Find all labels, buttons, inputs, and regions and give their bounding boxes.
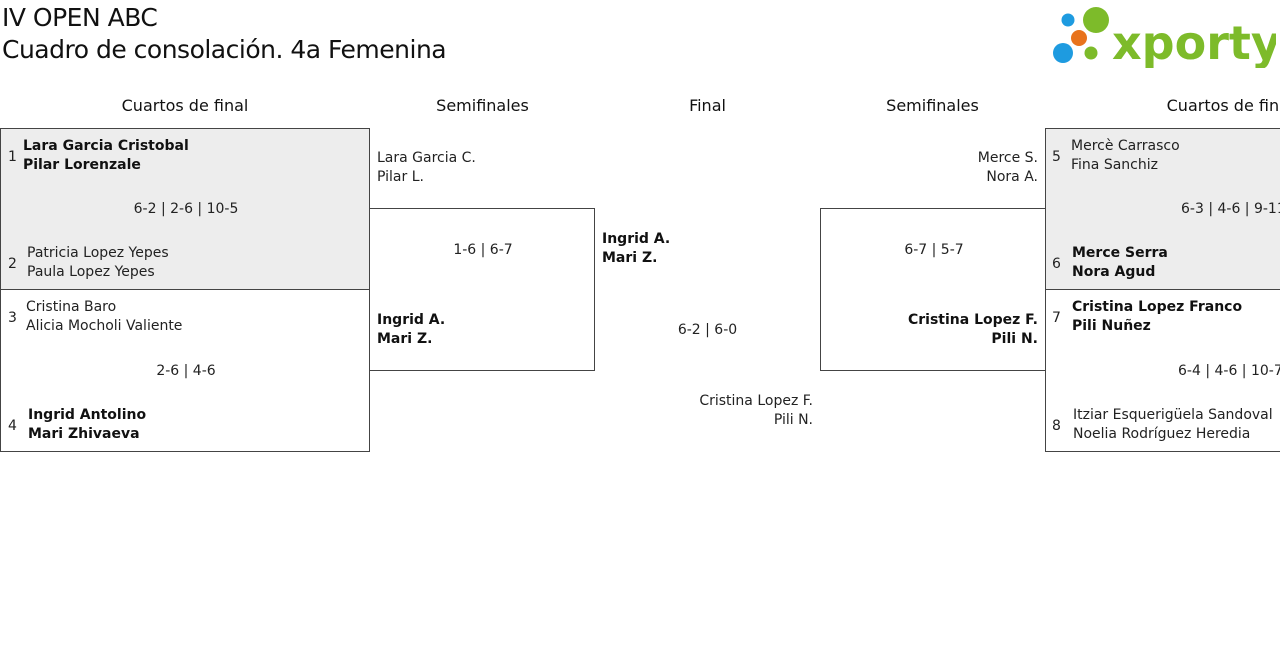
round-header-final: Final bbox=[689, 96, 726, 115]
match-left-qf-2[interactable]: 3 Cristina Baro Alicia Mocholi Valiente … bbox=[0, 289, 370, 452]
seed-number: 3 bbox=[8, 310, 17, 326]
match-final[interactable]: Ingrid A. Mari Z. 6-2 | 6-0 Cristina Lop… bbox=[595, 208, 820, 438]
player-name: Mercè Carrasco bbox=[1071, 138, 1180, 154]
player-name: Fina Sanchiz bbox=[1071, 157, 1158, 173]
player-name: Paula Lopez Yepes bbox=[27, 264, 155, 280]
player-name: Pili N. bbox=[991, 331, 1038, 347]
player-name: Patricia Lopez Yepes bbox=[27, 245, 169, 261]
player-name: Pili Nuñez bbox=[1072, 318, 1151, 334]
match-right-sf[interactable]: 6-7 | 5-7 Cristina Lopez F. Pili N. bbox=[820, 208, 1046, 371]
xporty-logo[interactable]: xporty bbox=[1050, 4, 1280, 70]
seed-number: 7 bbox=[1052, 310, 1061, 326]
seed-number: 4 bbox=[8, 418, 17, 434]
player-name: Nora Agud bbox=[1072, 264, 1156, 280]
seed-number: 8 bbox=[1052, 418, 1061, 434]
round-header-right-sf: Semifinales bbox=[886, 96, 979, 115]
player-name: Cristina Lopez F. bbox=[908, 312, 1038, 328]
player-name: Nora A. bbox=[986, 169, 1038, 185]
player-name: Mari Z. bbox=[602, 250, 658, 266]
page-title: IV OPEN ABC bbox=[2, 3, 158, 32]
seed-number: 5 bbox=[1052, 149, 1061, 165]
round-header-right-qf: Cuartos de final bbox=[1166, 96, 1280, 115]
player-name: Cristina Lopez F. bbox=[699, 393, 813, 409]
player-name: Merce Serra bbox=[1072, 245, 1168, 261]
player-name: Noelia Rodríguez Heredia bbox=[1073, 426, 1251, 442]
match-right-qf-1[interactable]: 5 Mercè Carrasco Fina Sanchiz 6-3 | 4-6 … bbox=[1045, 128, 1280, 290]
player-name: Ingrid A. bbox=[377, 312, 446, 328]
match-left-qf-1[interactable]: 1 Lara Garcia Cristobal Pilar Lorenzale … bbox=[0, 128, 370, 290]
match-score: 6-4 | 4-6 | 10-7 bbox=[1178, 363, 1280, 379]
match-score: 6-2 | 6-0 bbox=[677, 322, 738, 338]
match-score: 6-3 | 4-6 | 9-11 bbox=[1181, 201, 1280, 217]
player-name: Pilar Lorenzale bbox=[23, 157, 141, 173]
player-name: Alicia Mocholi Valiente bbox=[26, 318, 183, 334]
player-name: Lara Garcia C. bbox=[377, 150, 476, 166]
match-right-qf-2[interactable]: 7 Cristina Lopez Franco Pili Nuñez 6-4 |… bbox=[1045, 289, 1280, 452]
match-score: 2-6 | 4-6 bbox=[156, 363, 216, 379]
seed-number: 1 bbox=[8, 149, 17, 165]
match-score: 1-6 | 6-7 bbox=[453, 242, 513, 258]
player-name: Cristina Baro bbox=[26, 299, 117, 315]
player-name: Cristina Lopez Franco bbox=[1072, 299, 1243, 315]
match-score: 6-7 | 5-7 bbox=[904, 242, 964, 258]
player-name: Mari Zhivaeva bbox=[28, 426, 140, 442]
player-name: Ingrid Antolino bbox=[28, 407, 147, 423]
player-name: Itziar Esquerigüela Sandoval bbox=[1073, 407, 1273, 423]
seed-number: 6 bbox=[1052, 256, 1061, 272]
round-header-left-qf: Cuartos de final bbox=[121, 96, 249, 115]
player-name: Pilar L. bbox=[377, 169, 424, 185]
player-name: Ingrid A. bbox=[602, 231, 671, 247]
player-name: Mari Z. bbox=[377, 331, 433, 347]
seed-number: 2 bbox=[8, 256, 17, 272]
player-name: Merce S. bbox=[977, 150, 1038, 166]
xporty-logo-mark: xporty bbox=[1053, 7, 1280, 70]
player-name: Pili N. bbox=[773, 412, 813, 428]
round-header-left-sf: Semifinales bbox=[436, 96, 529, 115]
xporty-logo-text: xporty bbox=[1112, 16, 1276, 68]
match-score: 6-2 | 2-6 | 10-5 bbox=[133, 201, 239, 217]
player-name: Lara Garcia Cristobal bbox=[23, 138, 189, 154]
page-subtitle: Cuadro de consolación. 4a Femenina bbox=[2, 35, 447, 64]
match-left-sf[interactable]: 1-6 | 6-7 Ingrid A. Mari Z. bbox=[369, 208, 595, 371]
